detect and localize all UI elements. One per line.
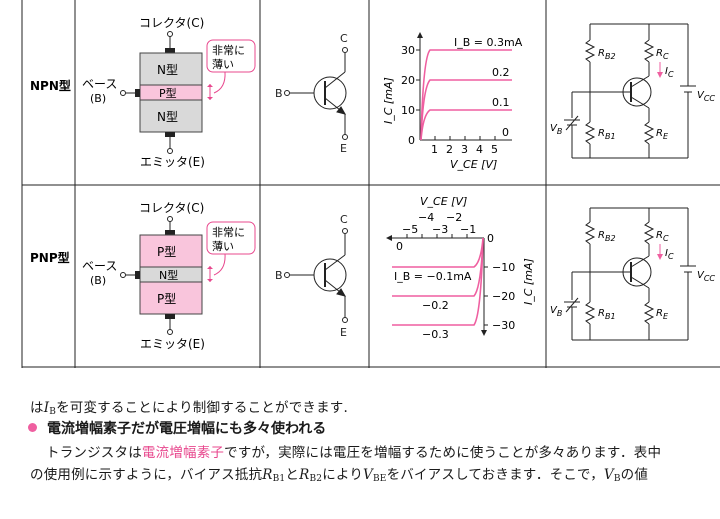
- x-tick: −1: [460, 223, 476, 236]
- curve-label: 0.2: [492, 66, 510, 79]
- curve: [420, 109, 512, 141]
- curve: [420, 49, 512, 141]
- curve: [392, 237, 484, 268]
- symbol-e: E: [340, 142, 347, 155]
- x-tick: 5: [491, 143, 498, 156]
- pnp-example-circuit: [564, 207, 696, 341]
- y-tick: 0: [408, 134, 415, 147]
- y-tick: −30: [492, 319, 515, 332]
- callout-line1: 非常に: [212, 226, 245, 239]
- x-tick: −4: [418, 211, 434, 224]
- y-axis-label: I_C [mA]: [522, 258, 535, 305]
- x-tick: 1: [431, 143, 438, 156]
- ic-label: IC: [665, 248, 674, 261]
- symbol-c: C: [340, 32, 348, 45]
- base-label: ベース: [82, 259, 117, 273]
- transistor-comparison-table: NPN型 コレクタ(C) N型 P型 N型 エミッタ(E) ベース (B) 非常…: [21, 0, 720, 368]
- body-line-3: の使用例に示すように，バイアス抵抗RB1とRB2によりVBEをバイアスしておきま…: [30, 467, 649, 484]
- body-line-2: トランジスタは電流増幅素子ですが，実際には電圧を増幅するために使うことが多々あり…: [46, 445, 662, 461]
- curve-label: 0.1: [492, 96, 510, 109]
- vcc-label: VCC: [697, 270, 715, 283]
- curve-label: I_B = 0.3mA: [454, 36, 523, 49]
- symbol-b: B: [275, 269, 283, 282]
- vb-label: VB: [550, 305, 562, 318]
- rb2-label: RB2: [598, 230, 616, 243]
- x-tick: −5: [402, 223, 418, 236]
- y-tick: −10: [492, 261, 515, 274]
- y-tick: 20: [401, 74, 415, 87]
- layer-label-middle: N型: [159, 268, 178, 282]
- re-label: RE: [656, 308, 669, 321]
- layer-label-bottom: P型: [157, 292, 176, 306]
- thin-callout: [206, 39, 256, 73]
- y-tick: 10: [401, 104, 415, 117]
- layer-label-bottom: N型: [157, 110, 178, 124]
- curve-label: −0.2: [422, 299, 449, 312]
- body-line-1: はIBを可変することにより制御することができます.: [30, 400, 348, 417]
- base-label-letter: (B): [90, 274, 106, 287]
- row-type-label: NPN型: [30, 78, 71, 93]
- vcc-label: VCC: [697, 90, 715, 103]
- x-axis-label: V_CE [V]: [450, 158, 497, 171]
- table-grid: [21, 0, 720, 368]
- rb1-label: RB1: [598, 128, 616, 141]
- pnp-characteristic-graph: V_CE [V] −4 −2 −5 −3 −1 0 0 −10 −20 −30 …: [386, 195, 535, 341]
- base-label-letter: (B): [90, 92, 106, 105]
- curve-label: 0: [502, 126, 509, 139]
- collector-label: コレクタ(C): [139, 16, 204, 30]
- x-zero-right: 0: [487, 232, 494, 245]
- y-tick: 30: [401, 44, 415, 57]
- layer-label-middle: P型: [159, 86, 177, 100]
- symbol-b: B: [275, 87, 283, 100]
- layer-bottom: [139, 281, 203, 315]
- npn-symbol: C E B: [275, 32, 348, 155]
- x-zero-left: 0: [396, 240, 403, 253]
- emitter-label: エミッタ(E): [140, 337, 205, 351]
- rb1-label: RB1: [598, 308, 616, 321]
- symbol-e: E: [340, 326, 347, 339]
- npn-example-circuit: [564, 23, 696, 159]
- thin-callout: [206, 221, 256, 255]
- callout-line2: 薄い: [212, 57, 234, 71]
- rb2-label: RB2: [598, 48, 616, 61]
- pnp-structure-diagram: コレクタ(C) P型 N型 P型 エミッタ(E) ベース (B) 非常に 薄い: [82, 201, 256, 351]
- npn-characteristic-graph: 30 20 10 0 1 2 3 4 5 V_CE [V] I_C [mA] I…: [382, 32, 523, 171]
- npn-structure-diagram: コレクタ(C) N型 P型 N型 エミッタ(E) ベース (B) 非常に 薄い: [82, 16, 256, 169]
- layer-top: [139, 234, 203, 268]
- rc-label: RC: [656, 230, 669, 243]
- layer-bottom: [139, 99, 203, 133]
- layer-label-top: P型: [157, 245, 176, 259]
- pnp-symbol: C E B: [275, 213, 348, 339]
- curve: [392, 237, 484, 326]
- bullet-icon: [28, 423, 37, 432]
- layer-top: [139, 52, 203, 86]
- curve-label: I_B = −0.1mA: [394, 270, 472, 283]
- collector-label: コレクタ(C): [139, 201, 204, 215]
- row-type-label: PNP型: [30, 250, 70, 265]
- rc-label: RC: [656, 48, 669, 61]
- curve-label: −0.3: [422, 328, 449, 341]
- callout-line2: 薄い: [212, 239, 234, 253]
- x-tick: −3: [432, 223, 448, 236]
- vb-label: VB: [550, 123, 562, 136]
- emitter-label: エミッタ(E): [140, 155, 205, 169]
- section-heading: 電流増幅素子だが電圧増幅にも多々使われる: [28, 418, 326, 438]
- base-label: ベース: [82, 77, 117, 91]
- x-tick: 4: [476, 143, 483, 156]
- y-tick: −20: [492, 290, 515, 303]
- re-label: RE: [656, 128, 669, 141]
- x-tick: 3: [461, 143, 468, 156]
- layer-label-top: N型: [157, 63, 178, 77]
- symbol-c: C: [340, 213, 348, 226]
- x-axis-label: V_CE [V]: [420, 195, 467, 208]
- callout-line1: 非常に: [212, 44, 245, 57]
- x-tick: −2: [446, 211, 462, 224]
- y-axis-label: I_C [mA]: [382, 77, 395, 124]
- ic-label: IC: [665, 66, 674, 79]
- x-tick: 2: [446, 143, 453, 156]
